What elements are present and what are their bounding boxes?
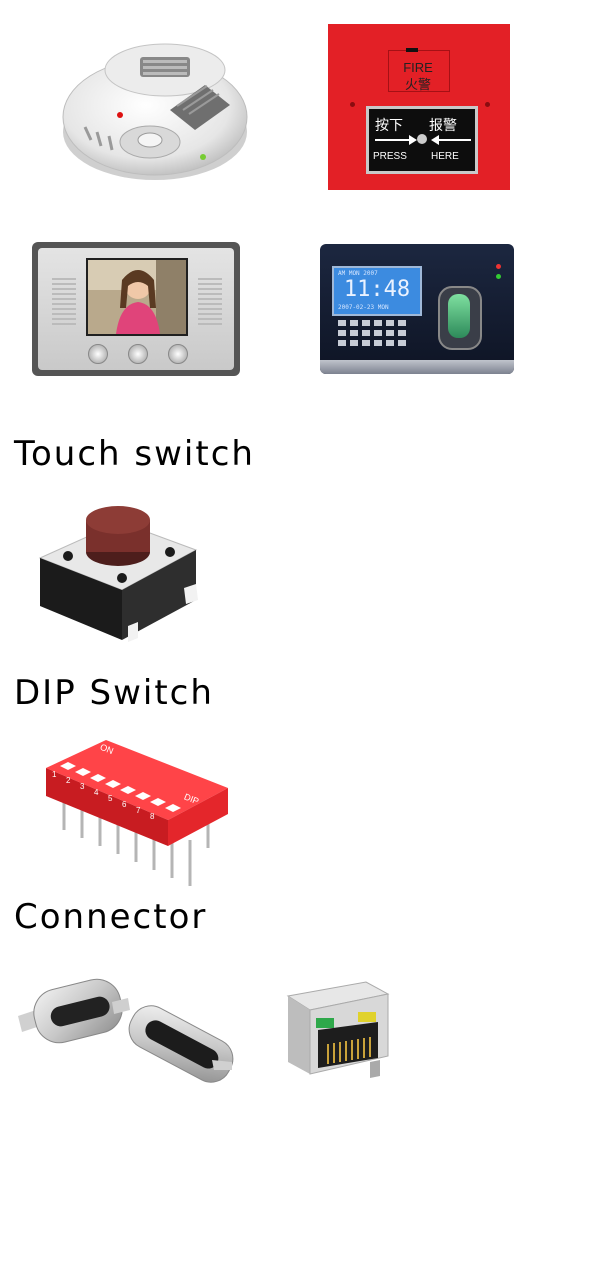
section-title-touch-switch: Touch switch — [14, 434, 255, 474]
dip-position-1: 1 — [52, 770, 57, 779]
here-en: HERE — [431, 151, 459, 162]
intercom-screen — [86, 258, 188, 336]
rj45-connector-image — [286, 978, 390, 1078]
fingerprint-sensor — [438, 286, 482, 350]
dip-position-2: 2 — [66, 776, 71, 785]
fire-label-tab — [406, 48, 418, 52]
lcd-time: 11:48 — [343, 277, 411, 302]
fire-alarm-call-point: FIRE 火警 按下 报警 PRESS HERE — [328, 24, 510, 190]
lcd-screen: AM MON 2007 11:48 2007-02-23 MON — [332, 266, 422, 316]
arrow-right-icon — [409, 135, 417, 145]
status-led-red — [496, 264, 501, 269]
press-window: 按下 报警 PRESS HERE — [366, 106, 478, 174]
dip-switch-image: ON DIP 1 2 3 4 5 6 7 8 — [44, 738, 230, 888]
fire-label-en: FIRE — [403, 60, 433, 75]
status-led-green — [496, 274, 501, 279]
fingerprint-icon — [448, 294, 470, 338]
dip-position-5: 5 — [108, 794, 113, 803]
dip-position-4: 4 — [94, 788, 99, 797]
speaker-grille-right — [198, 278, 222, 326]
tactile-switch-image — [38, 500, 203, 645]
arrow-left-line — [437, 139, 471, 141]
smoke-detector-image — [55, 22, 255, 187]
dip-position-8: 8 — [150, 812, 155, 821]
lcd-top-line: AM MON 2007 — [338, 270, 378, 277]
screw-right — [485, 102, 490, 107]
section-title-dip-switch: DIP Switch — [14, 673, 214, 713]
intercom-button-1 — [88, 344, 108, 364]
terminal-base — [320, 360, 514, 374]
press-point-icon — [417, 134, 427, 144]
press-en: PRESS — [373, 151, 407, 162]
intercom-button-2 — [128, 344, 148, 364]
usb-c-connectors-image — [16, 966, 238, 1106]
attendance-terminal: AM MON 2007 11:48 2007-02-23 MON — [320, 244, 514, 374]
arrow-left-icon — [431, 135, 439, 145]
dip-position-7: 7 — [136, 806, 141, 815]
arrow-right-line — [375, 139, 413, 141]
screw-left — [350, 102, 355, 107]
intercom-button-3 — [168, 344, 188, 364]
fire-label-cn: 火警 — [404, 78, 431, 93]
keypad — [338, 320, 414, 350]
fire-label-frame — [388, 50, 450, 92]
dip-position-6: 6 — [122, 800, 127, 809]
alarm-cn: 报警 — [429, 118, 457, 134]
speaker-grille-left — [52, 278, 76, 326]
press-cn: 按下 — [375, 118, 403, 134]
intercom-panel — [38, 248, 234, 370]
section-title-connector: Connector — [14, 897, 208, 937]
video-intercom — [32, 242, 240, 376]
dip-position-3: 3 — [80, 782, 85, 791]
lcd-date-line: 2007-02-23 MON — [338, 304, 389, 311]
